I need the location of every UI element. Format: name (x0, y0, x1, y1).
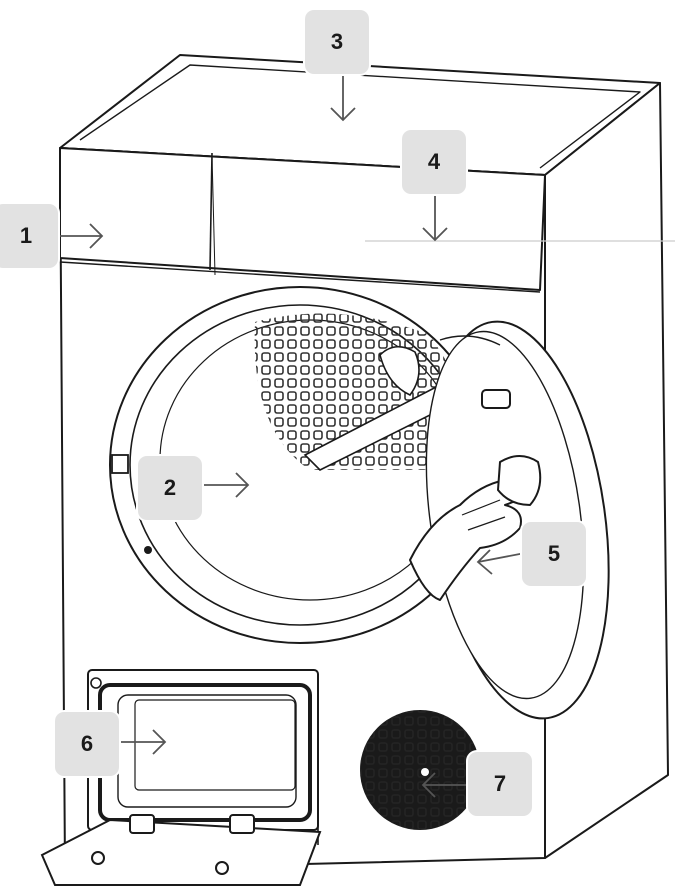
drum (254, 313, 455, 471)
callout-6: 6 (55, 712, 119, 776)
callout-3: 3 (305, 10, 369, 74)
door-latch (111, 454, 129, 474)
callout-5: 5 (522, 522, 586, 586)
arrows (55, 75, 526, 798)
hand-with-cloth (409, 455, 542, 601)
callout-7: 7 (468, 752, 532, 816)
bottom-flap (40, 814, 322, 886)
fan-grill (360, 710, 480, 830)
callout-2: 2 (138, 456, 202, 520)
callout-1: 1 (0, 204, 58, 268)
callout-4: 4 (402, 130, 466, 194)
